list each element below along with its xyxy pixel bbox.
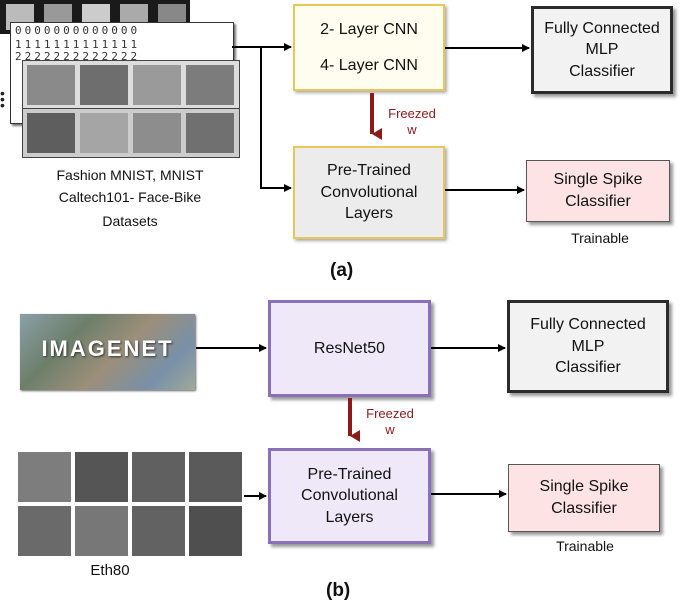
caltech-bike-image [22,60,240,110]
pretrained-b-line3: Layers [325,508,374,526]
spike-a-line1: Single Spike [553,171,643,189]
pretrained-a-line1: Pre-Trained [327,162,411,180]
spike-a-line2: Classifier [565,193,631,210]
spike-classifier-box-a: Single Spike Classifier [526,160,670,222]
freeze-label-b: Freezed w [358,406,422,439]
pretrained-a-line2: Convolutional [320,183,418,201]
resnet50-box: ResNet50 [268,300,431,397]
cnn-box-line1: 2- Layer CNN [320,20,418,38]
dataset-caption-line3: Datasets [102,213,158,229]
pretrained-a-line3: Layers [344,205,394,223]
ellipsis-dots: ••• [0,85,5,113]
imagenet-image: IMAGENET [20,314,195,390]
cnn-box-line2: 4- Layer CNN [320,56,418,74]
mlp-box-b-line3: Classifier [555,359,621,377]
freeze-b-line1: Freezed [366,406,414,421]
imagenet-logo: IMAGENET [41,336,174,361]
trainable-label-a: Trainable [571,230,629,246]
resnet50-label: ResNet50 [313,339,386,357]
trainable-label-b: Trainable [556,538,614,554]
freeze-a-line1: Freezed [388,106,436,121]
caltech-face-image [22,108,240,158]
pretrained-conv-box-b: Pre-Trained Convolutional Layers [268,448,431,544]
mlp-classifier-box-a: Fully Connected MLP Classifier [531,6,673,94]
mlp-box-b-line1: Fully Connected [530,316,646,334]
mlp-box-a-line3: Classifier [569,62,635,80]
mlp-classifier-box-b: Fully Connected MLP Classifier [507,300,669,393]
panel-label-b: (b) [326,580,351,601]
panel-label-a: (a) [330,260,354,281]
freeze-label-a: Freezed w [382,106,442,139]
dataset-caption-a: Fashion MNIST, MNIST Caltech101- Face-Bi… [40,164,220,232]
mlp-box-a-line2: MLP [585,41,619,59]
freeze-b-line2: w [385,422,395,438]
mlp-box-a-line1: Fully Connected [544,19,660,37]
eth80-image [18,452,244,558]
freeze-a-line2: w [407,122,417,138]
spike-b-line2: Classifier [551,500,617,517]
dataset-caption-line1: Fashion MNIST, MNIST [56,167,204,183]
pretrained-conv-box-a: Pre-Trained Convolutional Layers [293,146,445,239]
eth80-caption: Eth80 [90,562,130,579]
cnn-box: 2- Layer CNN 4- Layer CNN [293,4,445,91]
spike-classifier-box-b: Single Spike Classifier [508,464,660,532]
spike-b-line1: Single Spike [539,478,629,496]
pretrained-b-line1: Pre-Trained [307,465,392,483]
dataset-caption-line2: Caltech101- Face-Bike [58,189,202,205]
mlp-box-b-line2: MLP [571,337,605,355]
dataset-to-pretrained-arrow [260,47,292,192]
pretrained-b-line2: Convolutional [301,487,398,505]
